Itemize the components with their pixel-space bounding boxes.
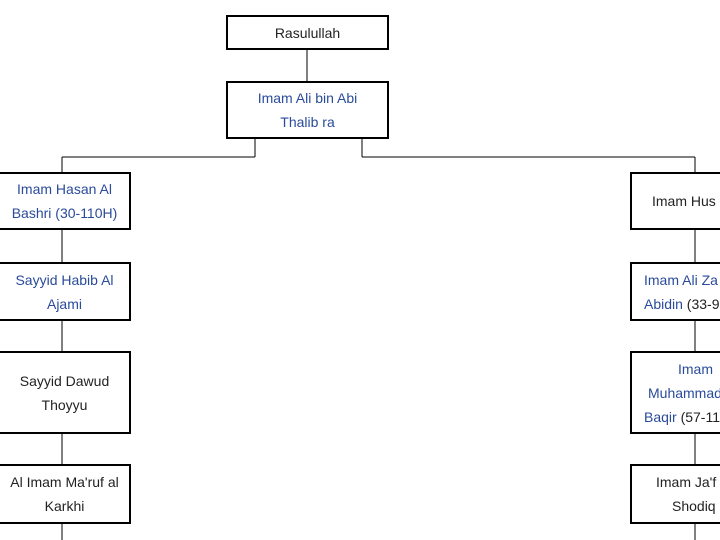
node-imam-ali-line1[interactable]: Imam Ali bin Abi [257, 90, 358, 106]
node-sayyid-dawud-line2: Thoyyu [41, 396, 88, 413]
node-sayyid-habib-line2[interactable]: Ajami [46, 295, 82, 312]
node-baqir-line2[interactable]: Muhammad [648, 384, 720, 401]
node-maruf-karkhi-line2: Karkhi [44, 498, 85, 514]
node-baqir-line3-years: (57-11 [676, 408, 720, 425]
node-imam-hasan-line1[interactable]: Imam Hasan Al [17, 181, 112, 197]
node-imam-hasan-line2[interactable]: Bashri (30-110H) [11, 205, 118, 221]
node-maruf-karkhi: Al Imam Ma'ruf al Karkhi [0, 464, 131, 524]
node-zainal-line2-link[interactable]: Abidin [644, 295, 683, 312]
node-imam-hasan[interactable]: Imam Hasan Al Bashri (30-110H) [0, 172, 131, 230]
node-sayyid-habib[interactable]: Sayyid Habib Al Ajami [0, 262, 131, 321]
node-imam-ali-line2[interactable]: Thalib ra [280, 114, 335, 130]
node-imam-husain-label: Imam Hus [652, 193, 716, 209]
node-rasulullah: Rasulullah [226, 15, 389, 50]
node-sayyid-dawud-line1: Sayyid Dawud [19, 372, 110, 389]
node-baqir-line1[interactable]: Imam [678, 360, 713, 377]
node-zainal-line2-years: (33-9 [682, 295, 720, 312]
node-jafar-line1: Imam Ja'f [656, 474, 717, 490]
node-maruf-karkhi-line1: Al Imam Ma'ruf al [10, 474, 119, 490]
node-imam-husain: Imam Hus [630, 172, 720, 230]
node-baqir-line3-link[interactable]: Baqir [644, 408, 677, 425]
node-imam-baqir[interactable]: Imam Muhammad Baqir (57-11 [630, 351, 720, 434]
node-sayyid-habib-line1[interactable]: Sayyid Habib Al [15, 271, 114, 288]
node-sayyid-dawud: Sayyid Dawud Thoyyu [0, 351, 131, 434]
node-imam-zainal-abidin[interactable]: Imam Ali Za Abidin (33-9 [630, 262, 720, 321]
node-imam-ali[interactable]: Imam Ali bin Abi Thalib ra [226, 81, 389, 139]
node-rasulullah-label: Rasulullah [274, 24, 341, 41]
node-jafar-line2: Shodiq [672, 498, 716, 514]
node-imam-jafar: Imam Ja'f Shodiq [630, 464, 720, 524]
node-zainal-line1[interactable]: Imam Ali Za [644, 271, 718, 288]
